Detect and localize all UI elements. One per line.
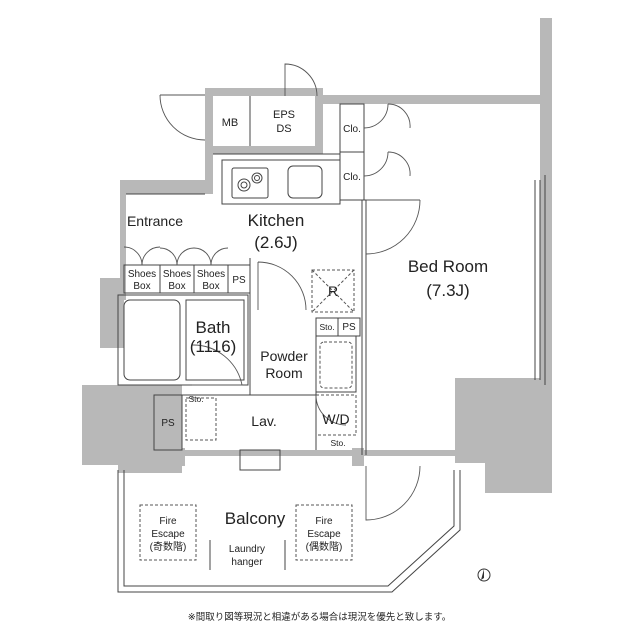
eps-label-line2: DS (276, 123, 291, 135)
sto-label-kitchen: Sto. (319, 322, 334, 332)
sto-label-wd: Sto. (330, 438, 345, 448)
shoes-box-2-line2: Box (168, 281, 185, 292)
ps-label-kitchen: PS (342, 322, 356, 333)
washer-dryer-label: W/D (322, 411, 349, 427)
bedroom-size: (7.3J) (426, 281, 469, 300)
powder-room-label-line1: Powder (260, 348, 308, 364)
sto-label-lav: Sto. (188, 394, 203, 404)
eps-label-line1: EPS (273, 109, 295, 121)
bedroom-label: Bed Room (408, 257, 488, 276)
powder-room-label-line2: Room (265, 365, 302, 381)
shoes-box-3-line1: Shoes (197, 269, 225, 280)
shoes-box-1-line1: Shoes (128, 269, 156, 280)
bath-size: (1116) (190, 337, 237, 356)
labels: Kitchen (2.6J) Bed Room (7.3J) Entrance … (127, 109, 488, 568)
kitchen-label: Kitchen (248, 211, 305, 230)
ps-label-lav: PS (161, 418, 175, 429)
balcony-label: Balcony (225, 509, 286, 528)
walls (82, 18, 552, 493)
fire-escape-even-line3: (偶数階) (306, 540, 343, 553)
fire-escape-even-line1: Fire (315, 516, 333, 527)
fire-escape-odd-line3: (奇数階) (150, 540, 187, 553)
fire-escape-odd-line2: Escape (151, 529, 185, 540)
doors (123, 63, 421, 521)
shoes-box-1-line2: Box (133, 281, 150, 292)
disclaimer-note: ※間取り図等現況と相違がある場合は現況を優先と致します。 (187, 612, 452, 623)
mb-label: MB (222, 117, 239, 129)
refrigerator-label: R (328, 283, 338, 299)
north-arrow-icon (477, 568, 491, 582)
entrance-label: Entrance (127, 213, 183, 229)
shoes-box-3-line2: Box (202, 281, 219, 292)
closet-label-bottom: Clo. (343, 172, 361, 183)
laundry-hanger-line2: hanger (231, 557, 263, 568)
laundry-hanger-line1: Laundry (229, 544, 265, 555)
fire-escape-even-line2: Escape (307, 529, 341, 540)
kitchen-size: (2.6J) (254, 233, 297, 252)
shoes-box-2-line1: Shoes (163, 269, 191, 280)
lav-label: Lav. (251, 413, 276, 429)
fire-escape-odd-line1: Fire (159, 516, 177, 527)
ps-label-entrance: PS (232, 275, 246, 286)
closet-label-top: Clo. (343, 124, 361, 135)
room-lines (117, 96, 546, 593)
bath-label: Bath (196, 318, 231, 337)
